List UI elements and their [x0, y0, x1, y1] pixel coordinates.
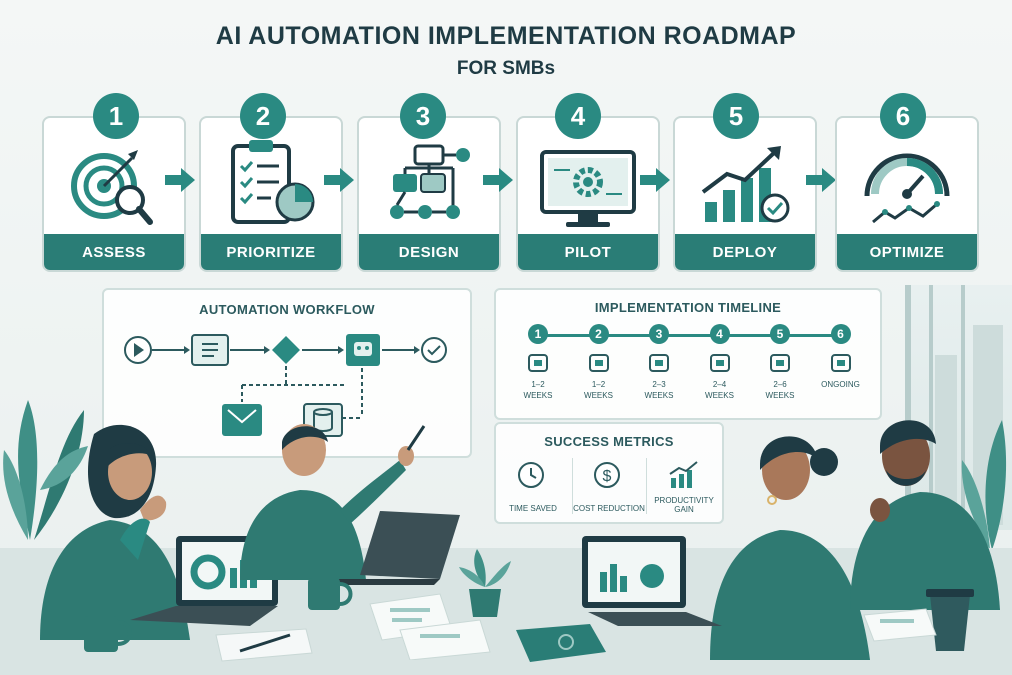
plant-left-illustration [3, 400, 88, 540]
step-card-deploy: DEPLOY [673, 116, 817, 272]
success-metrics-panel: SUCCESS METRICS TIME SAVED $ COST REDUCT… [494, 422, 724, 524]
metric-label-time-saved: TIME SAVED [509, 504, 557, 513]
workflow-title: AUTOMATION WORKFLOW [199, 302, 375, 317]
page-subtitle: FOR SMBs [456, 58, 556, 79]
gauge-icon [830, 354, 851, 372]
step-label-deploy: DEPLOY [675, 234, 815, 270]
step-6-number: 6 [880, 93, 926, 139]
step-1-number: 1 [93, 93, 139, 139]
step-2-number: 2 [240, 93, 286, 139]
growth-chart-icon [770, 354, 790, 372]
flowchart-icon [390, 144, 470, 219]
timeline-line [538, 334, 838, 337]
timeline-duration-6: ONGOING [821, 380, 860, 389]
papers-illustration [369, 593, 491, 660]
person-woman-right-illustration [710, 436, 870, 660]
notepad-pen-illustration [215, 628, 313, 662]
mug-center-illustration [308, 578, 353, 610]
page-title: AI AUTOMATION IMPLEMENTATION ROADMAP [215, 22, 797, 50]
timeline-number-1: 1 [528, 324, 548, 344]
metric-label-cost-reduction: COST REDUCTION [573, 504, 645, 513]
metrics-title: SUCCESS METRICS [544, 434, 674, 449]
person-man-right-illustration [850, 420, 1000, 610]
monitor-gear-icon [709, 354, 730, 372]
timeline-duration-4: 2–4 [712, 380, 727, 389]
coffee-cup-right-illustration [926, 589, 974, 651]
arrow-right-icon [165, 168, 195, 192]
step-label-design: DESIGN [359, 234, 499, 270]
timeline-number-5: 5 [770, 324, 790, 344]
timeline-duration-unit-5: WEEKS [765, 391, 795, 400]
plant-right-illustration [961, 420, 1007, 550]
timeline-number-4: 4 [709, 324, 730, 344]
timeline-duration-unit-2: WEEKS [584, 391, 613, 400]
automation-workflow-panel: AUTOMATION WORKFLOW [102, 288, 472, 458]
workflow-diagram [124, 334, 447, 437]
person-man-pointing-illustration [240, 424, 426, 580]
desk-plant-illustration [459, 549, 511, 617]
step-5-number: 5 [713, 93, 759, 139]
timeline-number-3: 3 [649, 324, 669, 344]
arrow-right-icon [483, 168, 513, 192]
step-label-prioritize: PRIORITIZE [201, 234, 341, 270]
notebook-illustration [516, 624, 606, 662]
dollar-icon: $ [594, 462, 620, 488]
person-woman-left-illustration [40, 424, 190, 640]
timeline-duration-unit-4: WEEKS [705, 391, 734, 400]
growth-chart-icon [701, 146, 790, 223]
laptop-right-illustration [582, 536, 722, 626]
step-3-number: 3 [400, 93, 446, 139]
timeline-duration-2: 1–2 [591, 380, 606, 389]
gauge-icon [864, 153, 950, 224]
timeline-title: IMPLEMENTATION TIMELINE [594, 300, 782, 315]
step-card-prioritize: PRIORITIZE [199, 116, 343, 272]
svg-text:$: $ [603, 468, 612, 485]
arrow-right-icon [324, 168, 354, 192]
timeline-duration-1: 1–2 [531, 380, 545, 389]
clock-icon [518, 462, 544, 488]
step-card-design: DESIGN [357, 116, 501, 272]
timeline-number-2: 2 [588, 324, 609, 344]
timeline-duration-3: 2–3 [652, 380, 666, 389]
flowchart-icon [649, 354, 669, 372]
arrow-right-icon [806, 168, 836, 192]
timeline-duration-unit-1: WEEKS [523, 391, 553, 400]
step-card-assess: ASSESS [42, 116, 186, 272]
laptop-center-illustration [330, 511, 460, 585]
chart-icon [669, 461, 698, 488]
clipboard-checklist-icon [231, 140, 315, 224]
step-label-pilot: PILOT [518, 234, 658, 270]
timeline-duration-5: 2–6 [773, 380, 787, 389]
timeline-duration-unit-3: WEEKS [644, 391, 674, 400]
metric-label-productivity-gain: PRODUCTIVITY GAIN [654, 496, 714, 514]
mug-left-illustration [84, 616, 132, 652]
clipboard-checklist-icon [588, 354, 609, 372]
step-card-optimize: OPTIMIZE [835, 116, 979, 272]
target-magnifier-icon [528, 354, 548, 372]
timeline-number-6: 6 [830, 324, 851, 344]
step-label-optimize: OPTIMIZE [837, 234, 977, 270]
arrow-right-icon [640, 168, 670, 192]
monitor-gear-icon [540, 150, 636, 227]
papers-right-illustration [863, 608, 937, 642]
step-label-assess: ASSESS [44, 234, 184, 270]
target-magnifier-icon [71, 150, 153, 225]
step-4-number: 4 [555, 93, 601, 139]
step-card-pilot: PILOT [516, 116, 660, 272]
